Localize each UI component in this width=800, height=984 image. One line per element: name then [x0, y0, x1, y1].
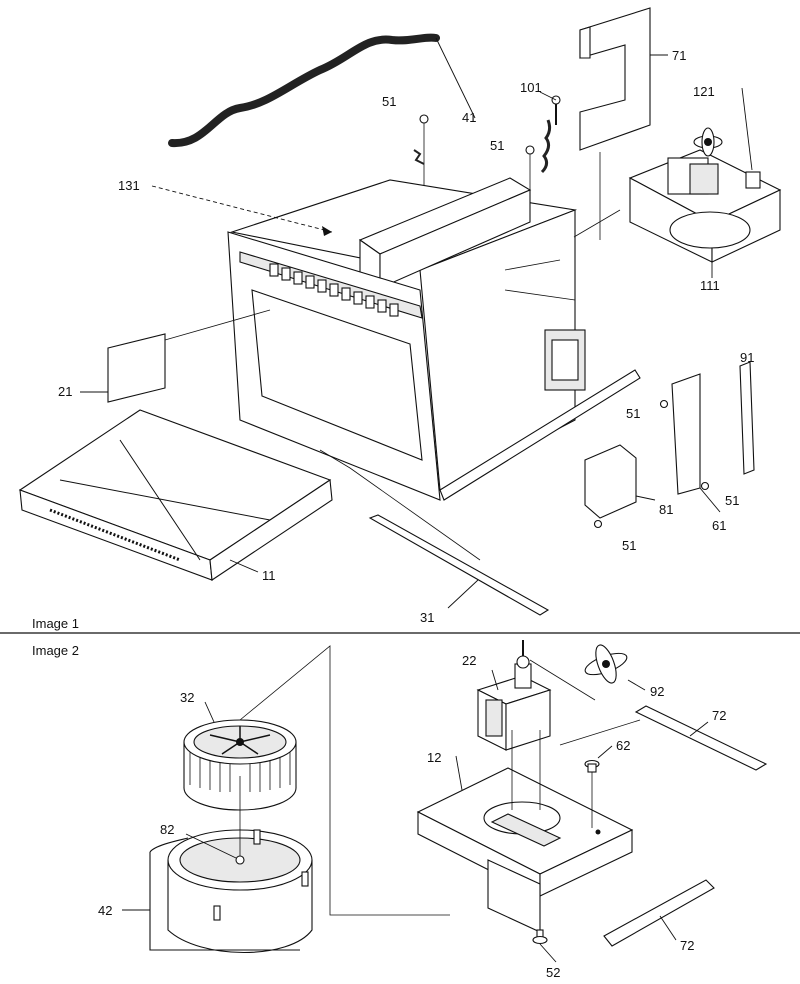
screw-52 [532, 900, 548, 945]
guide-strip-72 [559, 719, 641, 746]
screw-51-bracket-low [700, 481, 710, 491]
side-strip-91 [739, 361, 755, 475]
callout-92: 92 [650, 684, 664, 699]
leader-62 [597, 745, 613, 759]
screw-51-lower [593, 519, 603, 529]
fan-motor-assembly [628, 87, 782, 263]
leader-31 [447, 579, 479, 609]
leader-72a [689, 721, 709, 737]
callout-11: 11 [262, 568, 276, 583]
leader-92 [627, 679, 646, 691]
leader-61 [699, 487, 721, 513]
leader-52 [539, 943, 557, 963]
callout-22: 22 [462, 653, 476, 668]
callout-61: 61 [712, 518, 726, 533]
callout-121: 121 [693, 84, 715, 99]
guide-21 [164, 309, 271, 341]
back-panel [579, 7, 651, 151]
callout-31: 31 [420, 610, 434, 625]
callout-51-d: 51 [725, 493, 739, 508]
control-panel-keys [269, 263, 399, 317]
callout-52: 52 [546, 965, 560, 979]
callout-42: 42 [98, 903, 112, 918]
callout-72-b: 72 [680, 938, 694, 953]
callout-41: 41 [462, 110, 476, 125]
hub-82 [235, 776, 245, 865]
power-cord [168, 33, 440, 148]
screw-51-bracket [659, 399, 669, 409]
section-title-image-1: Image 1 [32, 616, 79, 631]
leader-22 [491, 669, 499, 691]
fan-blade-92 [584, 644, 628, 684]
fan-blade-121 [693, 127, 723, 157]
callout-82: 82 [160, 822, 174, 837]
screw-62 [584, 759, 600, 828]
arrow-131 [322, 226, 332, 236]
mounting-plate-12 [416, 730, 634, 933]
callout-72-a: 72 [712, 708, 726, 723]
leader-131 [151, 185, 333, 233]
strip-72-lower [603, 879, 715, 947]
front-strip-31 [368, 514, 550, 616]
callout-81: 81 [659, 502, 673, 517]
section-title-image-2: Image 2 [32, 643, 79, 658]
base-tray [18, 409, 333, 581]
guide-fan [573, 209, 621, 238]
guide-blower [239, 645, 450, 916]
leader-41 [435, 37, 476, 119]
wire-harness-41 [540, 119, 552, 174]
side-panel-21 [107, 333, 166, 403]
callout-12: 12 [427, 750, 441, 765]
back-panel-edge [579, 26, 591, 59]
callout-71: 71 [672, 48, 686, 63]
callout-111: 111 [700, 278, 720, 293]
guide-fan-92 [529, 659, 596, 701]
guide-strip [319, 449, 481, 561]
side-bracket-61 [671, 373, 701, 495]
callout-131: 131 [118, 178, 140, 193]
leader-101 [539, 91, 557, 101]
strip-72-upper [634, 705, 768, 771]
callout-21: 21 [58, 384, 72, 399]
callout-51-c: 51 [626, 406, 640, 421]
callout-32: 32 [180, 690, 194, 705]
leader-12 [455, 755, 463, 791]
blower-housing [149, 829, 313, 954]
leader-82 [185, 833, 237, 859]
leader-81 [635, 495, 656, 501]
callout-101: 101 [520, 80, 542, 95]
leader-72b [659, 915, 677, 941]
callout-51-b: 51 [490, 138, 504, 153]
callout-51-a: 51 [382, 94, 396, 109]
oven-cabinet [227, 177, 641, 501]
leader-11 [229, 559, 259, 573]
screw-101 [551, 95, 561, 125]
callout-51-e: 51 [622, 538, 636, 553]
callout-91: 91 [740, 350, 754, 365]
leader-32 [204, 701, 215, 723]
callout-62: 62 [616, 738, 630, 753]
screw-51-top-left [413, 114, 429, 195]
bracket-81 [584, 444, 637, 519]
motor-22 [476, 640, 552, 751]
